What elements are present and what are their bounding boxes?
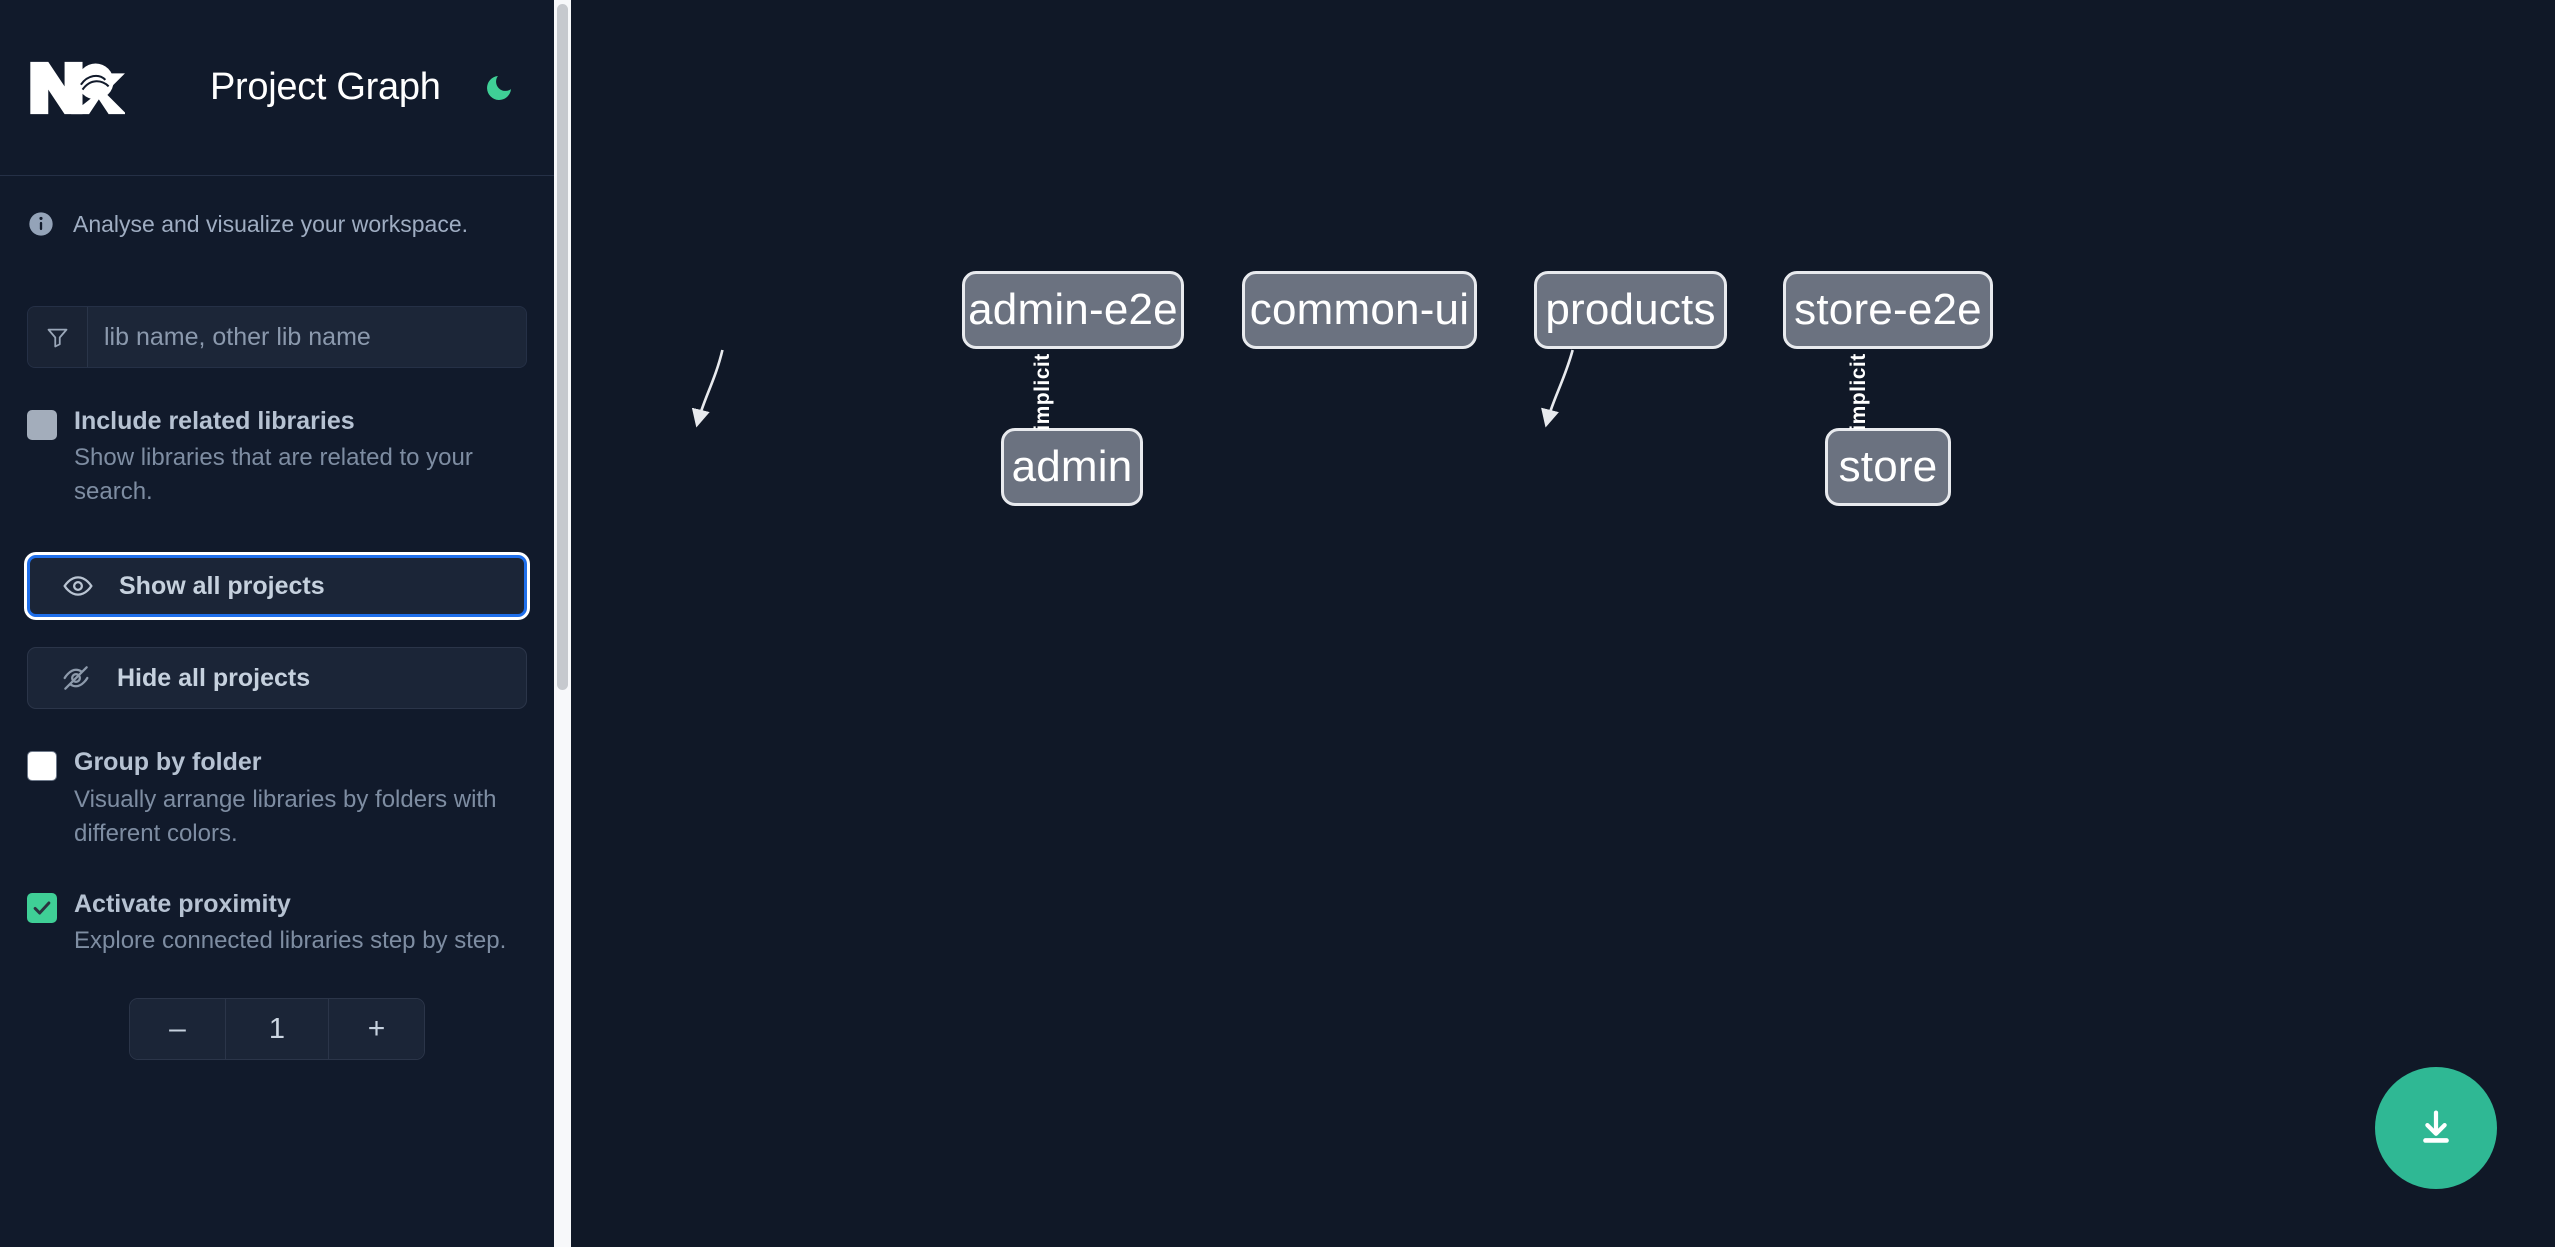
graph-edges-layer	[691, 349, 1574, 428]
hide-all-projects-label: Hide all projects	[117, 663, 311, 692]
edge-admin-e2e-admin	[691, 349, 724, 428]
option-group-by-folder[interactable]: Group by folder Visually arrange librari…	[27, 747, 527, 850]
visibility-button-group: Show all projects Hide all projects	[27, 555, 527, 710]
download-graph-button[interactable]	[2375, 1067, 2497, 1189]
option-description: Show libraries that are related to your …	[74, 444, 473, 506]
checkbox-include-related-libraries[interactable]	[27, 410, 57, 440]
graph-node-admin-e2e[interactable]: admin-e2e	[962, 271, 1184, 349]
graph-node-common-ui[interactable]: common-ui	[1242, 271, 1477, 349]
hide-all-projects-button[interactable]: Hide all projects	[27, 647, 527, 710]
proximity-stepper-wrap: – 1 +	[27, 998, 527, 1100]
graph-canvas[interactable]: admin-e2e common-ui products store-e2e a…	[554, 0, 2555, 1247]
option-label: Activate proximity	[74, 889, 291, 918]
download-icon	[2423, 1110, 2449, 1143]
info-icon	[27, 210, 55, 238]
proximity-stepper: – 1 +	[129, 998, 425, 1061]
option-label: Group by folder	[74, 748, 262, 777]
checkbox-activate-proximity[interactable]	[27, 892, 57, 923]
sidebar: Project Graph Analyse and visualize yo	[0, 0, 554, 1247]
moon-icon[interactable]	[479, 68, 519, 108]
show-all-projects-button[interactable]: Show all projects	[27, 555, 527, 618]
option-activate-proximity[interactable]: Activate proximity Explore connected lib…	[27, 889, 527, 958]
show-all-projects-label: Show all projects	[119, 571, 325, 600]
proximity-value: 1	[226, 999, 328, 1060]
check-icon	[33, 901, 51, 915]
sidebar-scrollbar-thumb[interactable]	[557, 4, 568, 690]
nx-logo-icon	[27, 57, 127, 119]
edge-label-admin-e2e-admin: implicit	[1031, 353, 1054, 431]
option-include-related-libraries[interactable]: Include related libraries Show libraries…	[27, 406, 527, 509]
sidebar-header: Project Graph	[0, 0, 554, 176]
graph-node-admin[interactable]: admin	[1001, 428, 1143, 506]
page-title: Project Graph	[210, 66, 441, 108]
option-description: Visually arrange libraries by folders wi…	[74, 785, 497, 847]
proximity-decrement-button[interactable]: –	[130, 999, 226, 1060]
option-description: Explore connected libraries step by step…	[74, 927, 507, 955]
filter-funnel-icon	[28, 307, 88, 367]
eye-off-icon	[60, 661, 94, 695]
graph-node-store-e2e[interactable]: store-e2e	[1783, 271, 1993, 349]
edge-label-store-e2e-store: implicit	[1847, 353, 1870, 431]
eye-icon	[62, 569, 96, 603]
option-label: Include related libraries	[74, 407, 355, 435]
graph-node-store[interactable]: store	[1825, 428, 1951, 506]
graph-node-products[interactable]: products	[1534, 271, 1727, 349]
checkbox-group-by-folder[interactable]	[27, 751, 57, 782]
search-input[interactable]	[88, 307, 526, 367]
workspace-info: Analyse and visualize your workspace.	[0, 176, 554, 272]
edge-store-e2e-store	[1541, 349, 1574, 428]
search-row	[27, 306, 527, 368]
proximity-increment-button[interactable]: +	[328, 999, 424, 1060]
workspace-info-text: Analyse and visualize your workspace.	[73, 210, 469, 237]
sidebar-scrollbar[interactable]	[554, 0, 571, 1247]
